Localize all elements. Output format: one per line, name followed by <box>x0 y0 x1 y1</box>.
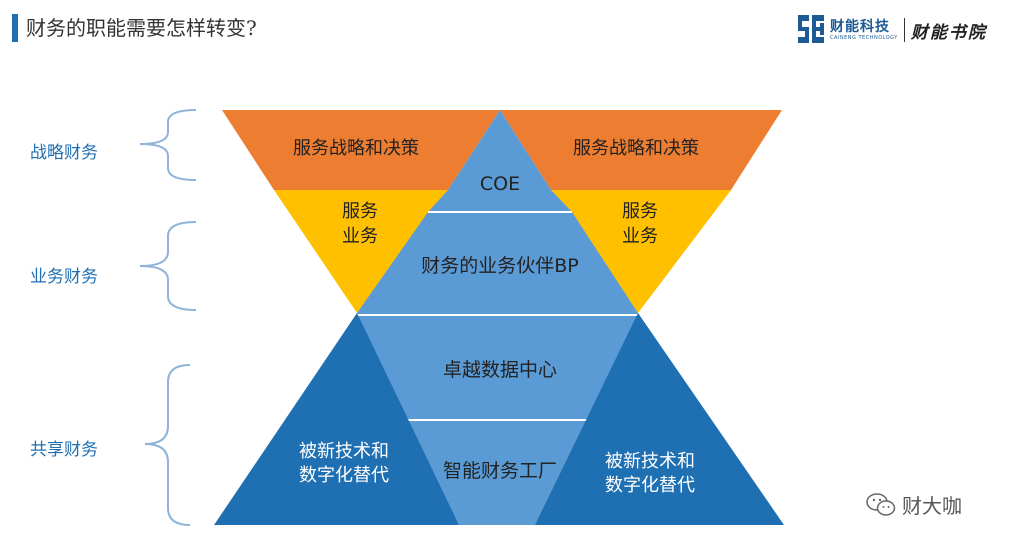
logo-name: 财能科技 <box>830 18 890 35</box>
title-accent-bar <box>12 14 18 42</box>
brace-business <box>139 221 197 311</box>
brace-strategic <box>139 109 197 181</box>
logo-divider <box>903 18 905 42</box>
right-blue-triangle <box>535 313 784 525</box>
company-logo: 财能科技 CAINENG TECHNOLOGY 财能书院 <box>798 12 987 48</box>
left-yellow-band <box>274 190 448 313</box>
logo-brand: 财能书院 <box>910 22 987 43</box>
factory-text: 智能财务工厂 <box>443 460 557 482</box>
right-bottom-text-1: 被新技术和 <box>605 451 695 472</box>
left-orange-band <box>222 110 500 190</box>
excellence-text: 卓越数据中心 <box>443 359 557 381</box>
center-coe <box>428 110 572 212</box>
left-middle-text-2: 业务 <box>342 226 378 247</box>
left-blue-triangle <box>214 313 459 525</box>
center-factory <box>405 420 595 525</box>
center-excellence <box>357 313 638 420</box>
right-bottom-text-2: 数字化替代 <box>605 475 695 496</box>
brace-shared <box>144 364 191 526</box>
left-middle-text-1: 服务 <box>342 201 378 222</box>
right-middle-text-2: 业务 <box>622 226 658 247</box>
page-title: 财务的职能需要怎样转变? <box>26 16 257 40</box>
center-bp <box>357 212 638 313</box>
label-business-finance: 业务财务 <box>30 267 98 287</box>
logo-subtitle: CAINENG TECHNOLOGY <box>830 34 898 41</box>
wechat-icon <box>866 492 896 516</box>
right-yellow-band <box>551 190 731 313</box>
coe-text: COE <box>480 173 520 195</box>
right-top-text: 服务战略和决策 <box>573 138 699 159</box>
watermark-text: 财大咖 <box>902 494 962 518</box>
left-top-text: 服务战略和决策 <box>293 138 419 159</box>
bp-text: 财务的业务伙伴BP <box>421 255 579 277</box>
left-bottom-text-1: 被新技术和 <box>299 441 389 462</box>
logo-icon <box>798 15 824 43</box>
right-middle-text-1: 服务 <box>622 201 658 222</box>
left-bottom-text-2: 数字化替代 <box>299 465 389 486</box>
label-strategic-finance: 战略财务 <box>30 143 98 163</box>
right-orange-band <box>500 110 782 190</box>
watermark: 财大咖 <box>866 490 962 519</box>
label-shared-finance: 共享财务 <box>30 440 98 460</box>
